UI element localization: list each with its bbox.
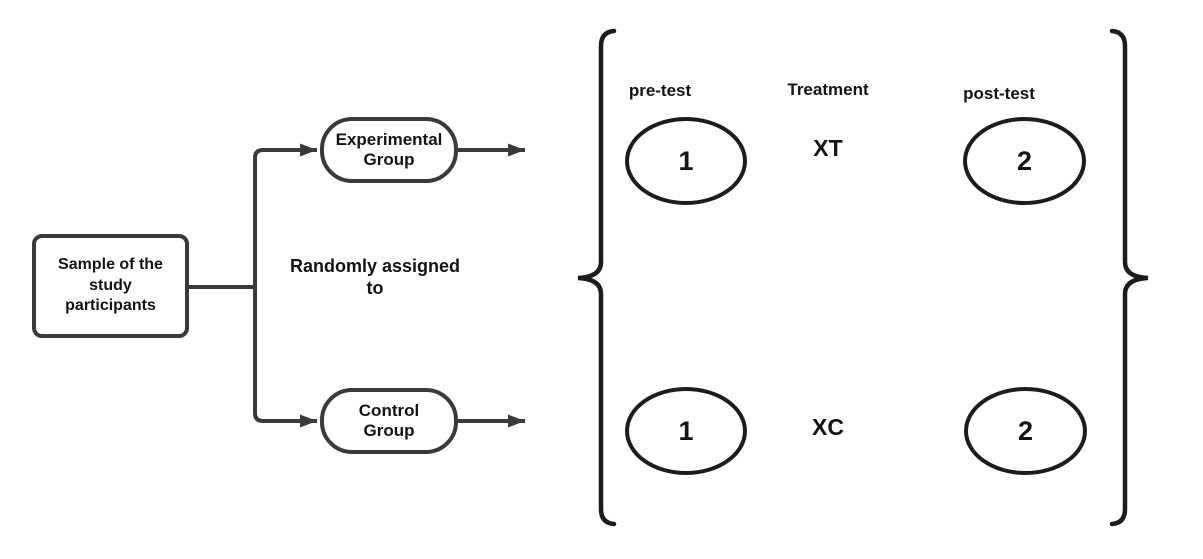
left-brace bbox=[577, 28, 617, 527]
experimental-posttest-ellipse: 2 bbox=[963, 117, 1086, 205]
column-header-pre-test: pre-test bbox=[628, 81, 692, 100]
experimental-pretest-ellipse: 1 bbox=[625, 117, 747, 205]
control-pretest-ellipse: 1 bbox=[625, 387, 747, 475]
column-header-treatment: Treatment bbox=[787, 80, 869, 99]
experimental-group-box: Experimental Group bbox=[320, 117, 458, 183]
assignment-label: Randomly assigned to bbox=[289, 256, 461, 298]
right-brace bbox=[1109, 28, 1149, 527]
control-posttest-ellipse: 2 bbox=[964, 387, 1087, 475]
connector-fork-to-control-arrow bbox=[253, 285, 317, 428]
connector-fork-to-experimental-arrow bbox=[253, 143, 317, 289]
column-header-post-test: post-test bbox=[963, 84, 1035, 103]
control-treatment-label: XC bbox=[812, 414, 844, 440]
control-group-box: Control Group bbox=[320, 388, 458, 454]
experimental-treatment-label: XT bbox=[813, 135, 843, 161]
sample-box: Sample of the study participants bbox=[32, 234, 189, 338]
